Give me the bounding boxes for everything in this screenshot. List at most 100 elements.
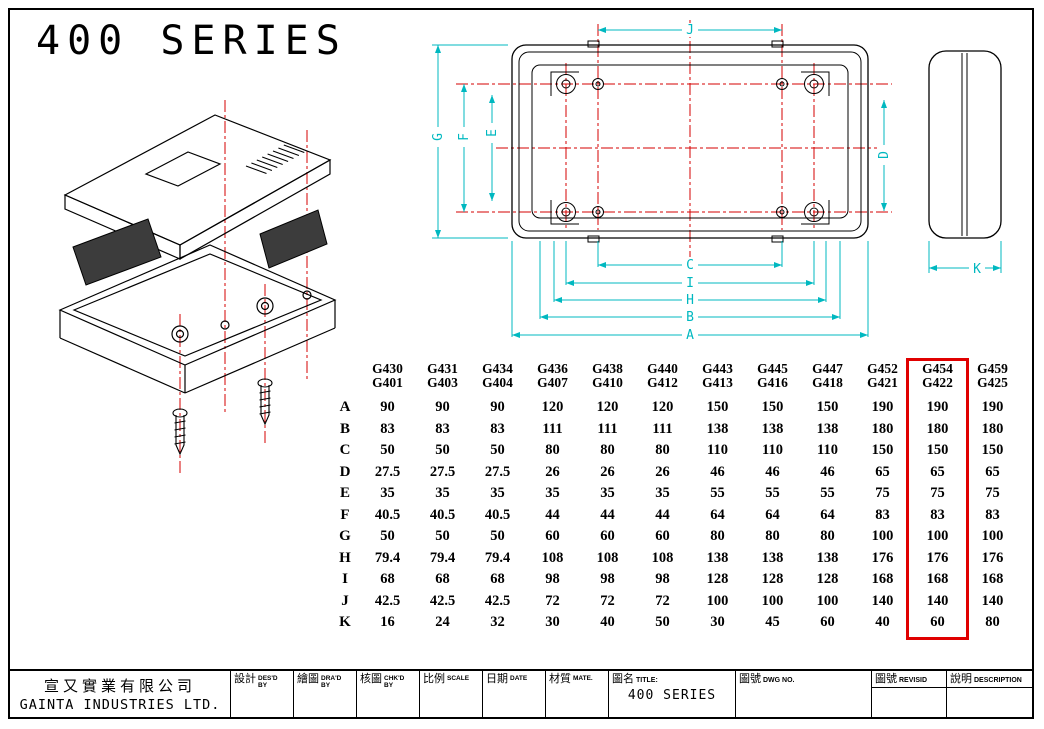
side-view-drawing: K [928,50,1002,277]
dimension-value: 180 [871,420,894,437]
dimension-row-label: B [339,420,350,437]
dimension-value: 27.5 [484,463,511,480]
dim-label-d: D [877,151,892,159]
company-name-english: GAINTA INDUSTRIES LTD. [19,697,221,713]
dimension-value: 60 [545,528,560,545]
dimension-row-label: C [339,442,351,459]
dimension-value: 111 [652,420,673,437]
dimension-value: 190 [981,399,1004,416]
dim-label-e: E [485,129,500,137]
dim-label-b: B [686,310,694,325]
dimension-value: 110 [817,442,838,459]
dimension-value: 40 [600,614,615,631]
field-label-cn: 材質 [549,673,571,685]
dimension-value: 42.5 [374,592,401,609]
dimension-value: 80 [985,614,1000,631]
dimension-value: 150 [816,399,839,416]
dimension-value: 50 [380,528,395,545]
dimension-row-label: E [339,485,350,502]
dimension-value: 168 [871,571,894,588]
field-label-cn: 比例 [423,673,445,685]
dimension-value: 168 [981,571,1004,588]
dimension-value: 50 [380,442,395,459]
exploded-view-drawing [58,100,337,474]
dimension-value: 111 [597,420,618,437]
dimension-value: 150 [981,442,1004,459]
dimension-value: 80 [820,528,835,545]
dimension-value: 83 [490,420,505,437]
dimension-value: 50 [435,528,450,545]
dimension-value: 111 [542,420,563,437]
dimension-row-label: J [341,592,349,609]
company-cell: 宣又實業有限公司 GAINTA INDUSTRIES LTD. [10,671,230,717]
dimension-value: 150 [871,442,894,459]
dimension-value: 35 [655,485,670,502]
field-label-cn: 核圖 [360,673,382,685]
dimension-value: 32 [490,614,505,631]
dimension-value: 55 [820,485,835,502]
dimension-value: 40.5 [484,506,511,523]
field-label-cn: 設計 [234,673,256,685]
dimension-value: 138 [761,549,784,566]
dimension-value: 128 [816,571,839,588]
dimension-value: 35 [380,485,395,502]
end-panel-right [259,209,328,269]
dim-label-h: H [686,293,694,308]
dimension-value: 79.4 [484,549,511,566]
revision-label-en: REVISID [899,677,928,684]
dimension-row-label: D [339,463,351,480]
dimension-value: 65 [875,463,890,480]
dimension-value: 98 [655,571,670,588]
dimension-value: 138 [706,549,729,566]
dimension-value: 72 [655,592,670,609]
dimension-value: 26 [545,463,560,480]
dimension-value: 90 [380,399,395,416]
dimension-value: 16 [380,614,395,631]
side-profile [928,50,1002,239]
dim-label-j: J [686,23,694,38]
dimension-value: 35 [600,485,615,502]
label-knockout [969,261,985,276]
dimension-value: 44 [545,506,560,523]
dimension-value: 55 [710,485,725,502]
dimension-value: 60 [600,528,615,545]
dimension-value: 30 [710,614,725,631]
dimension-value: 110 [707,442,728,459]
dimension-value: 180 [981,420,1004,437]
dimension-value: 75 [875,485,890,502]
revision-cell: 圖號 REVISID [871,671,946,717]
table-corner [330,362,360,397]
dimension-value: 75 [930,485,945,502]
vent-slots [245,144,305,174]
dimension-value: 42.5 [484,592,511,609]
dimension-value: 72 [600,592,615,609]
dimension-value: 35 [490,485,505,502]
dimension-value: 60 [655,528,670,545]
dimension-row-label: A [339,399,351,416]
dimension-value: 64 [820,506,835,523]
screw [257,378,273,426]
dimension-value: 98 [600,571,615,588]
screw-bosses [550,71,830,225]
dimension-labels: J G F E D C I H B A [431,23,892,343]
dimension-value: 50 [490,442,505,459]
dimension-value: 150 [926,442,949,459]
field-label-en: SCALE [447,675,470,682]
dimension-value: 176 [926,549,949,566]
dimension-value: 68 [435,571,450,588]
dim-label-k: K [973,262,981,277]
dimension-value: 46 [765,463,780,480]
dim-label-f: F [457,133,472,141]
